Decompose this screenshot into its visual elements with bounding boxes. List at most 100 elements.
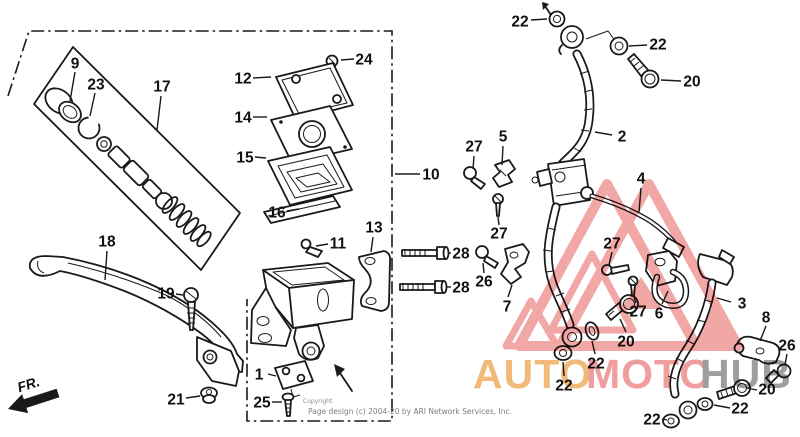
part-ref-27: 27 <box>465 139 482 156</box>
leader-line-11 <box>315 243 329 247</box>
part-28-flange-bolt-b <box>399 280 448 294</box>
part-18-brake-lever <box>28 255 244 387</box>
part-ref-8: 8 <box>762 310 771 327</box>
part-19-pivot-bolt <box>183 287 199 331</box>
part-ref-22: 22 <box>511 14 528 31</box>
leader-line-18 <box>104 250 108 281</box>
hose-junction-block <box>531 158 591 207</box>
leader-line-20 <box>746 387 758 391</box>
leader-line-13 <box>370 236 374 253</box>
watermark-wordmark: AUTO MOTO HUB <box>473 351 791 397</box>
part-21-pivot-nut <box>200 386 218 404</box>
leader-line-19 <box>175 293 184 296</box>
part-26-bolt-left <box>475 245 499 269</box>
part-5-hose-clamp <box>492 159 516 188</box>
part-25-switch-screw <box>281 392 295 417</box>
part-20-banjo-bolt-top <box>627 53 660 89</box>
part-ref-16: 16 <box>268 205 286 222</box>
piston-kit-box <box>33 46 241 271</box>
fr-direction-arrow: FR. <box>8 373 60 414</box>
leader-line-8 <box>759 325 767 342</box>
watermark-text-moto: MOTO <box>586 351 712 397</box>
part-ref-7: 7 <box>503 299 512 316</box>
leader-line-24 <box>340 58 355 61</box>
part-ref-22: 22 <box>555 378 572 395</box>
leader-line-22 <box>661 418 668 421</box>
part-ref-27: 27 <box>490 226 507 243</box>
watermark-triangle-outline-3 <box>547 250 637 334</box>
part-ref-14: 14 <box>234 110 252 127</box>
part-ref-18: 18 <box>98 234 116 251</box>
leader-line-1 <box>267 373 277 377</box>
part-ref-19: 19 <box>157 286 175 303</box>
part-22-sealing-washer-2 <box>609 36 629 56</box>
part-ref-15: 15 <box>236 150 254 167</box>
part-ref-21: 21 <box>167 392 185 409</box>
leader-line-27 <box>472 155 475 170</box>
watermark-triangle-solid-2 <box>694 299 739 346</box>
part-2-upper-brake-hose <box>557 49 595 169</box>
part-ref-20: 20 <box>683 74 700 91</box>
watermark <box>502 179 743 351</box>
part-ref-22: 22 <box>649 37 666 54</box>
part-22-washer-bottom-left <box>662 413 680 429</box>
leader-line-3 <box>716 297 732 303</box>
hose3-end-eyelet <box>678 400 698 420</box>
leader-line-9 <box>69 71 76 102</box>
leader-line-20 <box>660 79 682 82</box>
part-ref-13: 13 <box>365 220 383 237</box>
watermark-text-auto: AUTO <box>473 351 592 397</box>
part-ref-28: 28 <box>452 246 470 263</box>
assembly-boundary-box <box>7 30 393 422</box>
leader-line-5 <box>501 145 504 166</box>
leader-line-22 <box>530 18 548 21</box>
part-15-diaphragm <box>267 146 353 206</box>
part-17-piston-set <box>96 136 212 248</box>
part-ref-22: 22 <box>731 401 748 418</box>
watermark-triangle-outline-4 <box>502 297 561 350</box>
leader-line-2 <box>594 131 613 136</box>
part-ref-5: 5 <box>499 129 508 146</box>
part-ref-22: 22 <box>587 356 604 373</box>
fr-label: FR. <box>15 373 41 395</box>
assembly-pointer-arrow <box>334 364 353 392</box>
leader-line-22 <box>713 404 731 409</box>
leader-line-27 <box>497 216 500 226</box>
leader-line-22 <box>562 361 565 377</box>
watermark-triangle-outline-2 <box>555 179 743 351</box>
part-11-clip <box>300 238 323 258</box>
part-ref-24: 24 <box>355 52 373 69</box>
leader-line-7 <box>507 284 513 298</box>
leader-line-26 <box>482 262 485 274</box>
part-7-hose-bracket <box>500 243 530 285</box>
part-ref-3: 3 <box>738 296 747 313</box>
part-27-bolt-a <box>463 166 486 190</box>
part-ref-4: 4 <box>637 171 646 188</box>
part-23-circlip <box>77 116 101 140</box>
copyright-line-text: Page design (c) 2004-20 by ARI Network S… <box>308 407 512 416</box>
leader-line-26 <box>784 353 788 366</box>
part-ref-1: 1 <box>255 367 264 384</box>
part-26-bolt-right <box>765 363 792 384</box>
part-28-flange-bolt-a <box>401 246 450 260</box>
leader-line-21 <box>185 395 201 399</box>
part-4-brake-pipe <box>580 186 685 258</box>
master-cylinder-banjo-joint <box>558 25 617 55</box>
part-12-reservoir-cap <box>275 62 354 121</box>
part-ref-26: 26 <box>778 338 796 355</box>
part-ref-22: 22 <box>643 412 660 429</box>
part-27-screw-b <box>492 193 504 217</box>
part-ref-9: 9 <box>71 56 80 73</box>
part-ref-25: 25 <box>253 395 271 412</box>
leader-line-17 <box>156 95 162 131</box>
watermark-triangle-solid-1 <box>621 277 662 309</box>
leader-line-22 <box>628 44 648 47</box>
part-ref-6: 6 <box>655 306 664 323</box>
copyright-small-text: Copyright <box>303 398 333 405</box>
part-ref-20: 20 <box>758 382 775 399</box>
direction-arrow-top <box>542 2 552 16</box>
part-ref-26: 26 <box>475 274 493 291</box>
